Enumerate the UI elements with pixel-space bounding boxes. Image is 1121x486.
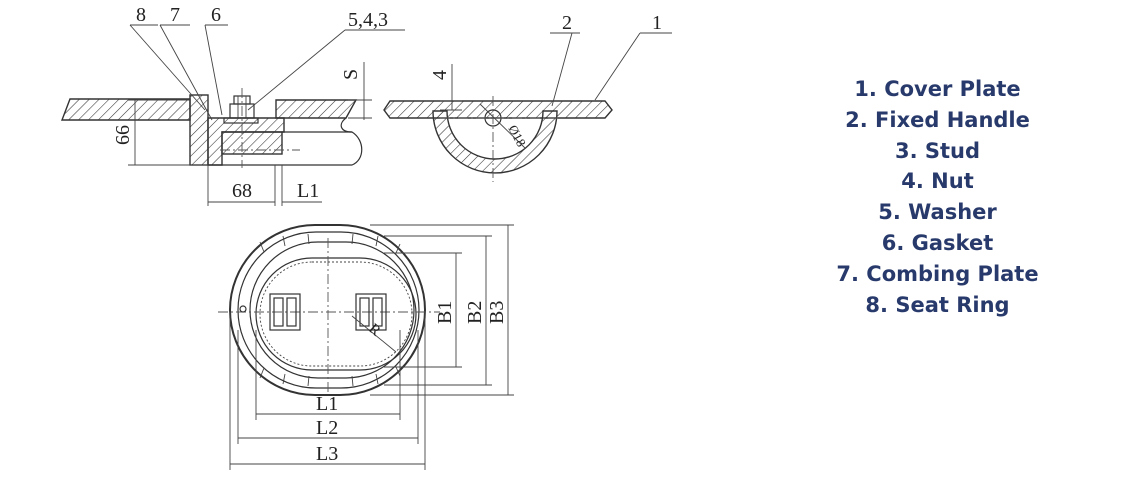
dim-b1: B1: [434, 301, 456, 324]
legend-item-nut: 4. Nut: [901, 169, 974, 194]
cover-plate-left: [275, 99, 358, 119]
section-view-right: Ø18 4 2 1: [383, 12, 672, 182]
legend-item-cover-plate: 1. Cover Plate: [854, 77, 1021, 101]
section-view-left: 8 7 6 5,4,3 S 66 68 L1: [60, 4, 405, 206]
outer-ring: [229, 224, 426, 396]
dim-r: R: [365, 321, 383, 340]
legend-item-combing-plate: 7. Combing Plate: [836, 261, 1039, 286]
cover-plate-right: [383, 100, 613, 119]
combing-outline: [249, 241, 415, 379]
dim-68: 68: [232, 180, 252, 202]
opening-outline: [255, 257, 417, 371]
dim-l2: L2: [316, 417, 338, 439]
seat-ring-outline: [237, 231, 420, 389]
callout-7: 7: [170, 4, 180, 26]
dim-s: S: [340, 69, 362, 80]
handle-left: [269, 293, 301, 331]
callout-1: 1: [652, 12, 662, 34]
callout-6: 6: [211, 4, 221, 26]
dim-4: 4: [429, 70, 451, 80]
legend-item-seat-ring: 8. Seat Ring: [865, 292, 1010, 317]
hatch-drawing: 8 7 6 5,4,3 S 66 68 L1 Ø18: [60, 4, 672, 470]
legend-item-stud: 3. Stud: [894, 138, 981, 163]
dim-phi18: Ø18: [505, 122, 529, 149]
callout-5-4-3: 5,4,3: [348, 9, 388, 31]
washer: [223, 117, 259, 124]
fixed-handle: [432, 110, 558, 174]
seat-ring: [189, 94, 209, 166]
bolt-marks: [259, 233, 401, 387]
plan-view: R B1 B2 B3 L1 L2 L3: [218, 224, 514, 470]
dim-l3: L3: [316, 443, 338, 465]
callout-8: 8: [136, 4, 146, 26]
deck-plate: [60, 98, 191, 121]
dim-l1-top: L1: [297, 180, 319, 202]
dim-b3: B3: [486, 301, 508, 324]
dim-l1: L1: [316, 393, 338, 415]
legend-item-fixed-handle: 2. Fixed Handle: [845, 107, 1030, 132]
dim-b2: B2: [464, 301, 486, 324]
gasket-outline: [259, 261, 413, 367]
legend-item-gasket: 6. Gasket: [881, 230, 994, 255]
pin-hole: [239, 305, 247, 313]
legend-item-washer: 5. Washer: [878, 200, 997, 225]
parts-legend: 1. Cover Plate 2. Fixed Handle 3. Stud 4…: [810, 74, 1065, 320]
dim-66: 66: [112, 125, 134, 145]
callout-2: 2: [562, 12, 572, 34]
combing-lower: [221, 131, 283, 155]
